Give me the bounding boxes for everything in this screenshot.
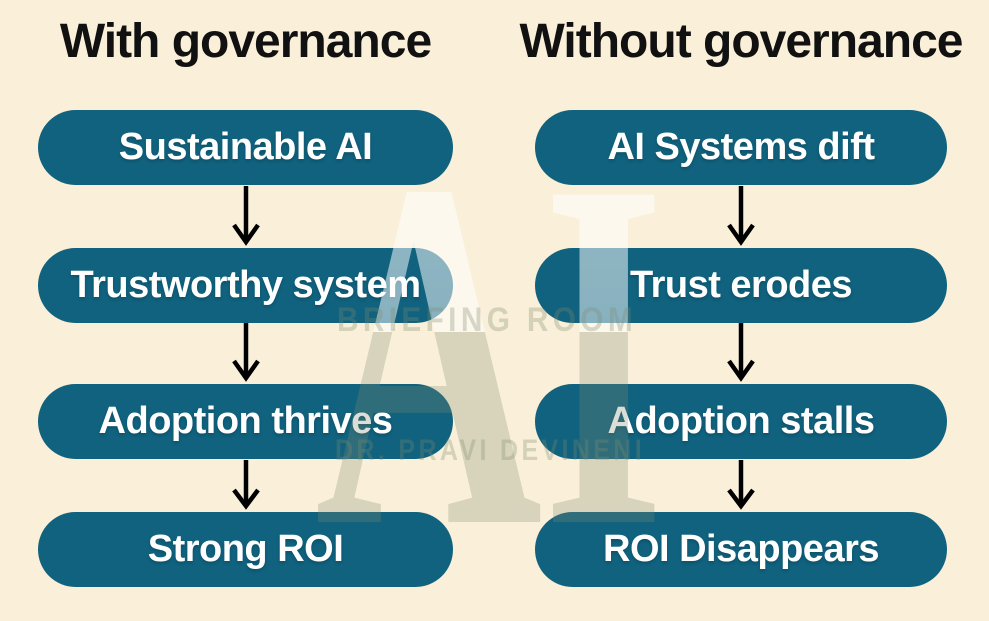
down-arrow-icon bbox=[727, 186, 755, 246]
column-title-without-governance: Without governance bbox=[519, 15, 964, 68]
down-arrow-icon bbox=[231, 460, 260, 510]
column-with-governance: With governance Sustainable AI Trustwort… bbox=[38, 0, 453, 621]
down-arrow-icon bbox=[727, 460, 755, 510]
node-label: ROI Disappears bbox=[603, 528, 880, 570]
node-trustworthy-system: Trustworthy system bbox=[38, 248, 453, 323]
down-arrow-icon bbox=[231, 323, 260, 382]
node-adoption-stalls: Adoption stalls bbox=[535, 384, 947, 459]
down-arrow-icon bbox=[727, 323, 755, 382]
column-title-with-governance: With governance bbox=[59, 15, 432, 68]
node-adoption-thrives: Adoption thrives bbox=[38, 384, 453, 459]
column-without-governance: Without governance AI Systems dift Trust… bbox=[520, 0, 963, 621]
node-label: Trust erodes bbox=[629, 264, 853, 306]
node-label: Sustainable AI bbox=[118, 126, 373, 168]
node-label: AI Systems dift bbox=[607, 126, 875, 168]
node-sustainable-ai: Sustainable AI bbox=[38, 110, 453, 185]
node-label: Adoption stalls bbox=[607, 400, 875, 442]
node-roi-disappears: ROI Disappears bbox=[535, 512, 947, 587]
node-strong-roi: Strong ROI bbox=[38, 512, 453, 587]
node-ai-systems-drift: AI Systems dift bbox=[535, 110, 947, 185]
node-label: Strong ROI bbox=[147, 528, 344, 570]
node-label: Adoption thrives bbox=[98, 400, 393, 442]
node-trust-erodes: Trust erodes bbox=[535, 248, 947, 323]
node-label: Trustworthy system bbox=[70, 264, 422, 306]
down-arrow-icon bbox=[231, 186, 260, 246]
